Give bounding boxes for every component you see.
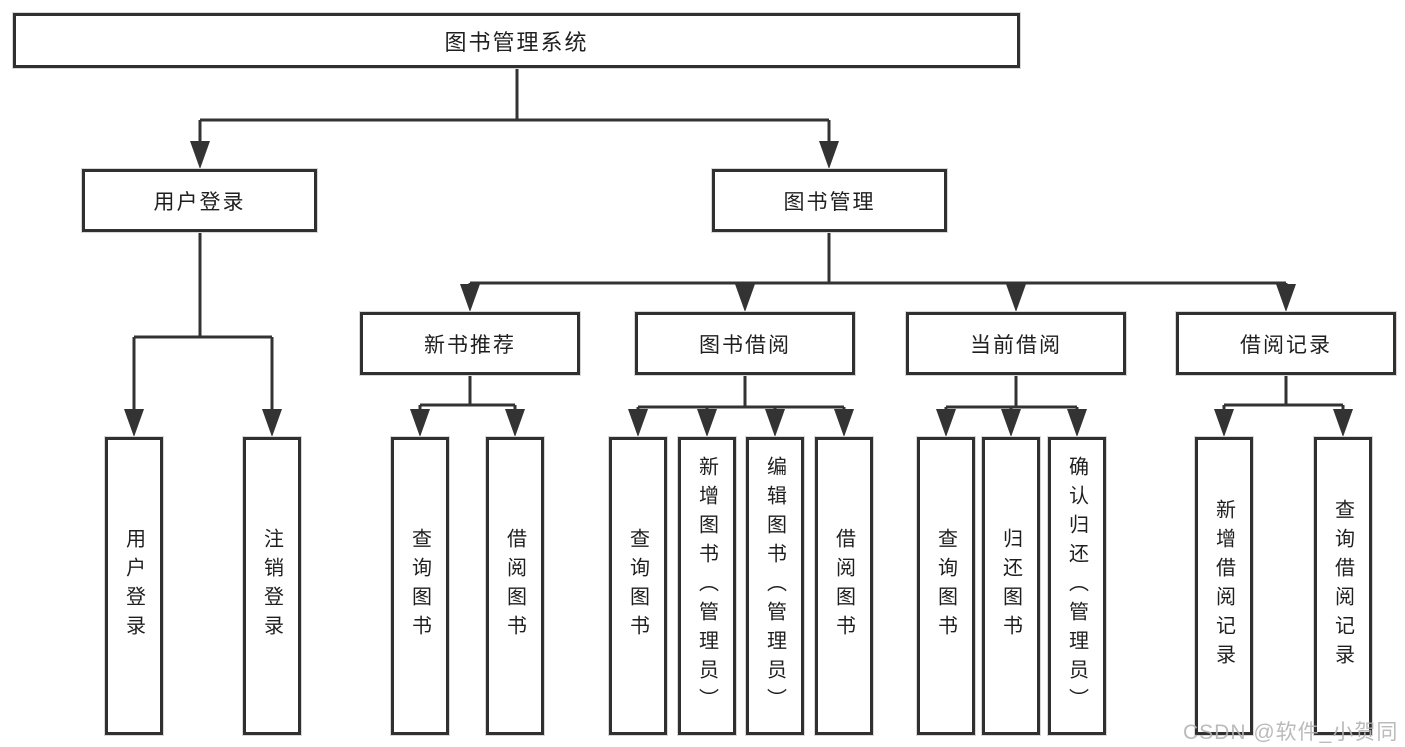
leaf-borrow-borrow-book: 借阅图书 bbox=[815, 437, 873, 735]
leaf-borrow-edit-book-admin: 编辑图书（管理员） bbox=[746, 437, 804, 735]
leaf-current-query-book: 查询图书 bbox=[917, 437, 975, 735]
leaf-borrow-query-book: 查询图书 bbox=[609, 437, 667, 735]
node-user-login: 用户登录 bbox=[82, 169, 317, 232]
node-book-borrow: 图书借阅 bbox=[635, 312, 855, 375]
node-book-management: 图书管理 bbox=[712, 169, 947, 232]
csdn-watermark: CSDN @软件_小贺同学 bbox=[1183, 721, 1399, 744]
arrowheads bbox=[124, 141, 1353, 437]
leaf-current-confirm-return-admin: 确认归还（管理员） bbox=[1048, 437, 1106, 735]
leaf-records-add-record: 新增借阅记录 bbox=[1195, 437, 1253, 735]
leaf-recommend-borrow-book: 借阅图书 bbox=[486, 437, 544, 735]
leaf-borrow-add-book-admin: 新增图书（管理员） bbox=[678, 437, 736, 735]
leaf-recommend-query-book: 查询图书 bbox=[391, 437, 449, 735]
node-root-system: 图书管理系统 bbox=[13, 13, 1020, 68]
node-new-book-recommend: 新书推荐 bbox=[360, 312, 580, 375]
node-current-borrow: 当前借阅 bbox=[906, 312, 1126, 375]
leaf-logout: 注销登录 bbox=[243, 437, 301, 735]
leaf-records-query-record: 查询借阅记录 bbox=[1314, 437, 1372, 735]
node-borrow-records: 借阅记录 bbox=[1176, 312, 1396, 375]
leaf-current-return-book: 归还图书 bbox=[982, 437, 1040, 735]
leaf-user-login: 用户登录 bbox=[105, 437, 163, 735]
